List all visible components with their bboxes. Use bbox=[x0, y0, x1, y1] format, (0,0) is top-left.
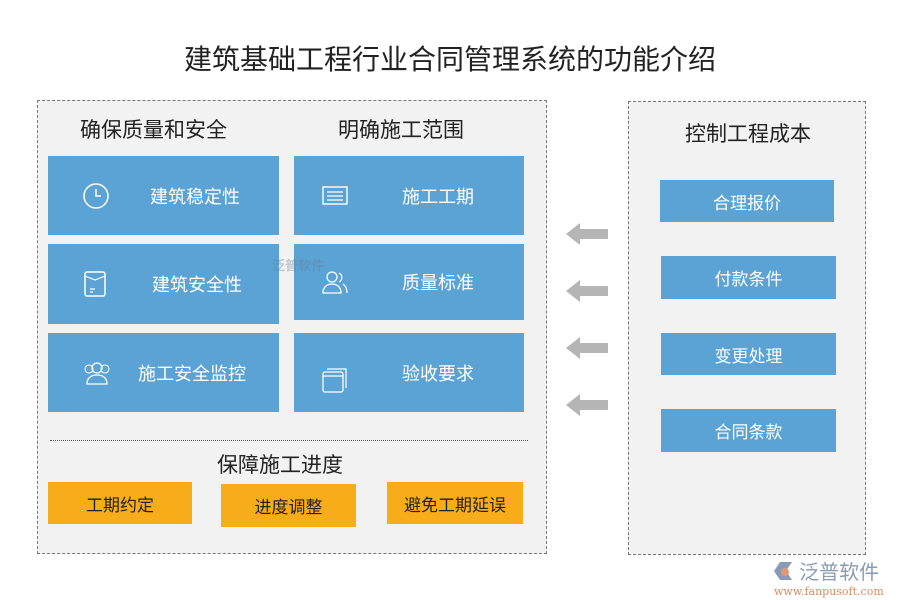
cost-item-pricing: 合理报价 bbox=[660, 180, 834, 222]
cost-item-change: 变更处理 bbox=[661, 333, 836, 375]
clock-icon bbox=[83, 182, 109, 209]
card-label: 建筑安全性 bbox=[152, 275, 242, 296]
heading-progress: 保障施工进度 bbox=[217, 453, 343, 477]
card-label: 建筑稳定性 bbox=[150, 186, 240, 208]
group-icon bbox=[84, 361, 110, 385]
card-stability: 建筑稳定性 bbox=[48, 156, 279, 235]
card-quality-standard: 质量标准 bbox=[294, 244, 524, 320]
envelope-icon bbox=[84, 271, 106, 297]
right-panel bbox=[628, 101, 866, 555]
arrow-left-icon bbox=[566, 394, 608, 416]
arrow-left-icon bbox=[566, 280, 608, 302]
heading-scope: 明确施工范围 bbox=[338, 118, 464, 142]
card-safety: 建筑安全性 bbox=[48, 244, 279, 324]
card-label: 施工工期 bbox=[402, 186, 474, 208]
card-monitoring: 施工安全监控 bbox=[48, 333, 279, 412]
heading-cost-control: 控制工程成本 bbox=[685, 122, 811, 146]
page-title: 建筑基础工程行业合同管理系统的功能介绍 bbox=[183, 43, 716, 76]
document-icon bbox=[322, 185, 348, 205]
arrow-left-icon bbox=[566, 337, 608, 359]
logo-url: www.fanpusoft.com bbox=[774, 585, 884, 598]
orange-box-avoid-delay: 避免工期延误 bbox=[387, 482, 523, 524]
windows-icon bbox=[322, 368, 347, 394]
users-icon bbox=[322, 271, 348, 294]
heading-quality-safety: 确保质量和安全 bbox=[80, 118, 227, 142]
divider bbox=[50, 440, 528, 441]
card-label: 验收要求 bbox=[402, 363, 474, 385]
orange-box-schedule-agreement: 工期约定 bbox=[48, 482, 192, 524]
orange-box-progress-adjust: 进度调整 bbox=[221, 484, 356, 527]
cost-item-terms: 合同条款 bbox=[661, 409, 836, 452]
arrow-left-icon bbox=[566, 223, 608, 245]
card-label: 质量标准 bbox=[402, 273, 474, 294]
watermark: 泛普软件 bbox=[272, 259, 325, 274]
card-acceptance: 验收要求 bbox=[294, 333, 524, 412]
logo-name: 泛普软件 bbox=[799, 560, 880, 584]
logo: 泛普软件 www.fanpusoft.com bbox=[772, 556, 884, 598]
logo-icon bbox=[774, 561, 792, 580]
card-label: 施工安全监控 bbox=[138, 363, 246, 385]
card-schedule: 施工工期 bbox=[294, 156, 524, 235]
cost-item-payment: 付款条件 bbox=[661, 256, 836, 299]
